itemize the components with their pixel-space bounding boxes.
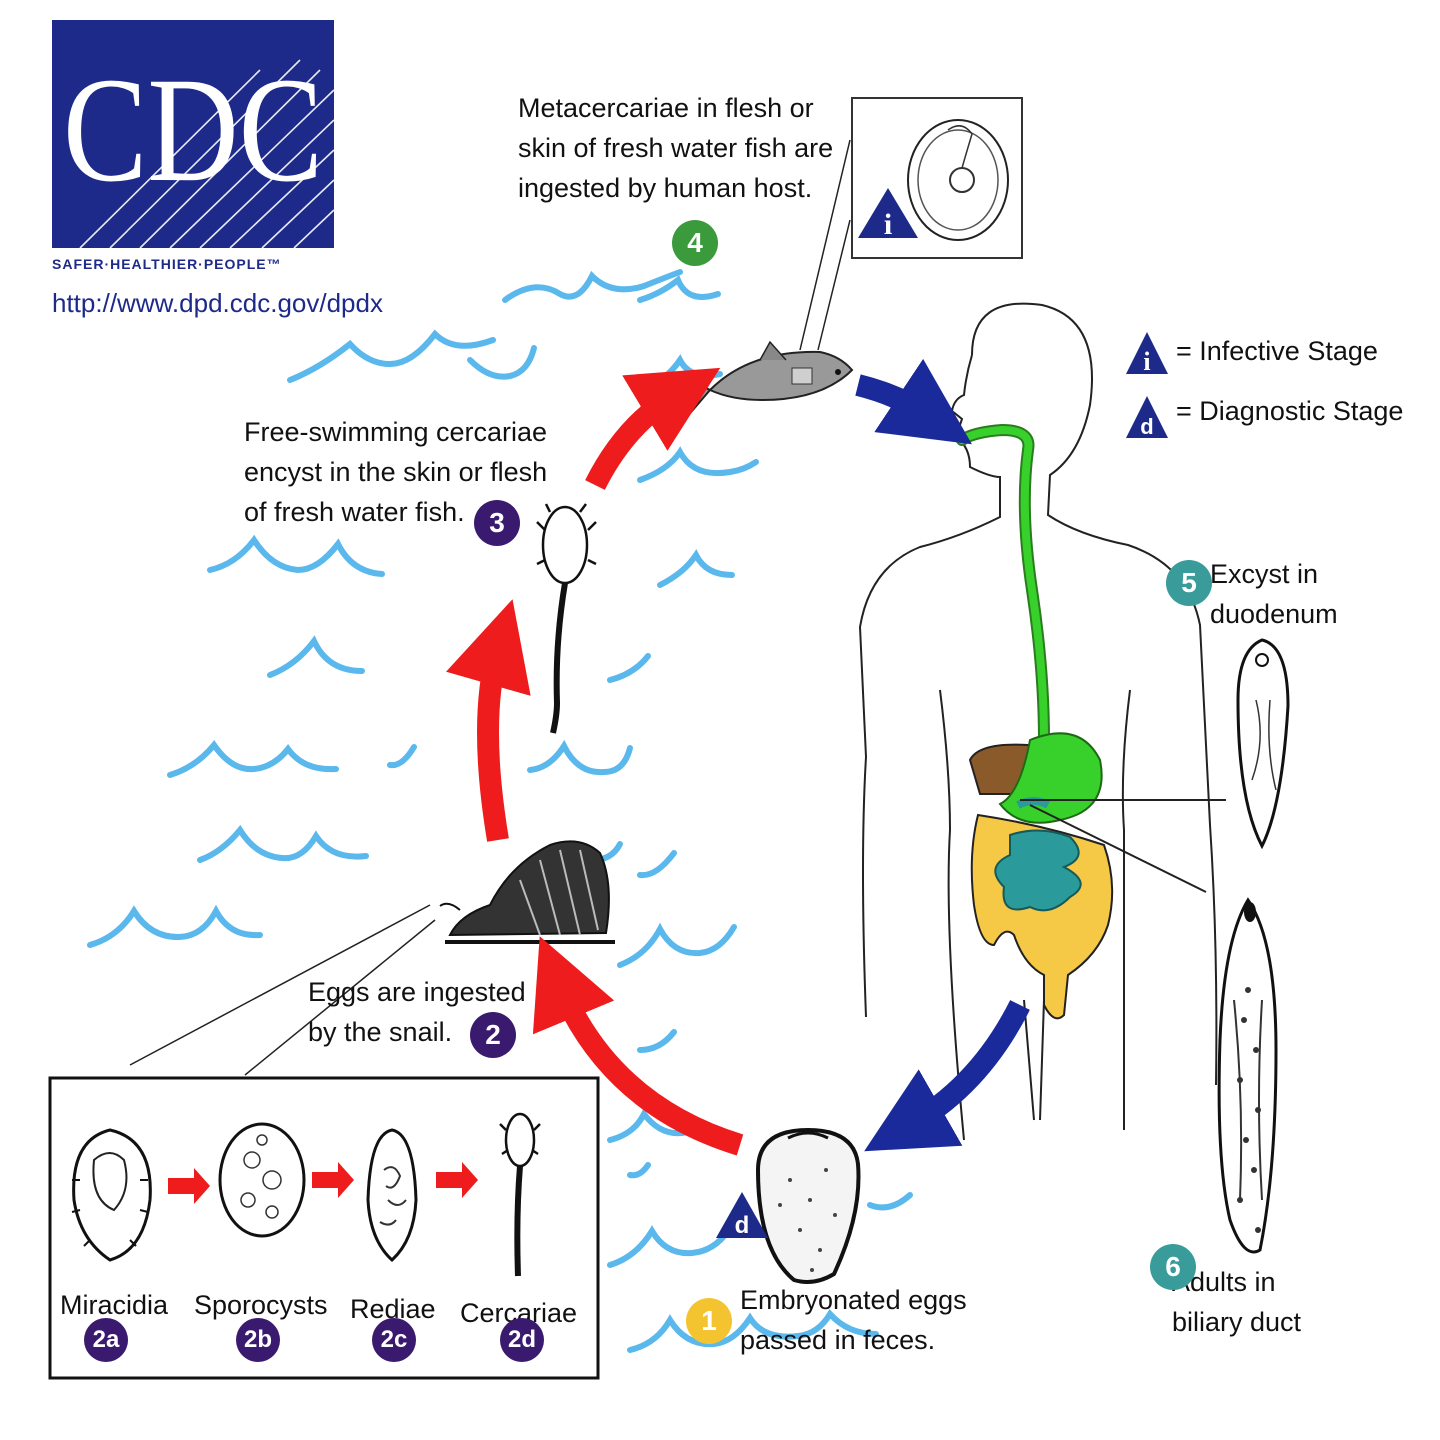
svg-text:d: d (1140, 414, 1153, 439)
human-body-outline (858, 302, 1218, 1141)
arrow-snail-to-cercaria (446, 599, 531, 842)
stage-5-number: 5 (1166, 560, 1212, 606)
stage-1-text: Embryonated eggs passed in feces. (740, 1285, 967, 1355)
stage-1-number: 1 (686, 1298, 732, 1344)
fish-illustration (665, 340, 854, 419)
svg-text:d: d (735, 1212, 750, 1239)
stage-2-text: Eggs are ingested by the snail. (308, 977, 526, 1047)
embryonated-egg-illustration (755, 1127, 861, 1284)
digestive-tract (956, 423, 1114, 1020)
snail-illustration (129, 840, 615, 1076)
substage-number-2c: 2c (372, 1318, 416, 1362)
stage-3-number: 3 (474, 500, 520, 546)
stage-4-number: 4 (672, 220, 718, 266)
stage-4-text: Metacercariae in flesh or skin of fresh … (518, 93, 834, 203)
redia-illustration (366, 1128, 418, 1263)
sporocyst-illustration (218, 1122, 306, 1238)
arrow-cercaria-to-fish (585, 367, 721, 490)
stage-3-text: Free-swimming cercariae encyst in the sk… (244, 417, 548, 527)
excysted-metacercaria-illustration (1236, 638, 1290, 850)
cercaria-illustration (536, 503, 597, 734)
infective-stage-icon: i (858, 188, 918, 241)
diagnostic-stage-icon: d (716, 1192, 768, 1239)
cdc-tagline: SAFER·HEALTHIER·PEOPLE™ (52, 256, 282, 272)
svg-text:i: i (1143, 347, 1150, 376)
miracidium-illustration (71, 1128, 152, 1262)
legend-diagnostic-icon: d (1126, 396, 1168, 439)
cdc-letters: CDC (63, 47, 323, 213)
stage-6-number: 6 (1150, 1244, 1196, 1290)
stage-2-number: 2 (470, 1012, 516, 1058)
svg-text:i: i (884, 208, 892, 241)
water-waves (87, 269, 913, 1353)
legend-infective-icon: i (1126, 332, 1168, 376)
cdc-logo: CDC (52, 20, 335, 249)
arrow-human-to-egg (864, 1000, 1030, 1152)
cdc-url[interactable]: http://www.dpd.cdc.gov/dpdx (52, 288, 383, 318)
legend-diagnostic-label: = Diagnostic Stage (1176, 396, 1404, 426)
legend-infective-label: = Infective Stage (1176, 336, 1378, 366)
cercaria-small-illustration (499, 1112, 541, 1277)
substage-label-sporocysts: Sporocysts (194, 1290, 328, 1320)
arrow-egg-to-snail (532, 936, 744, 1156)
pointer-line-6 (1029, 804, 1207, 893)
substage-number-2b: 2b (236, 1318, 280, 1362)
substage-number-2a: 2a (84, 1318, 128, 1362)
stage-5-text: Excyst in duodenum (1210, 559, 1338, 629)
adult-fluke-illustration (1217, 897, 1278, 1254)
metacercaria-inset (799, 97, 1023, 351)
arrow-fish-to-human (855, 358, 972, 445)
substage-number-2d: 2d (500, 1318, 544, 1362)
substage-label-miracidia: Miracidia (60, 1290, 169, 1320)
